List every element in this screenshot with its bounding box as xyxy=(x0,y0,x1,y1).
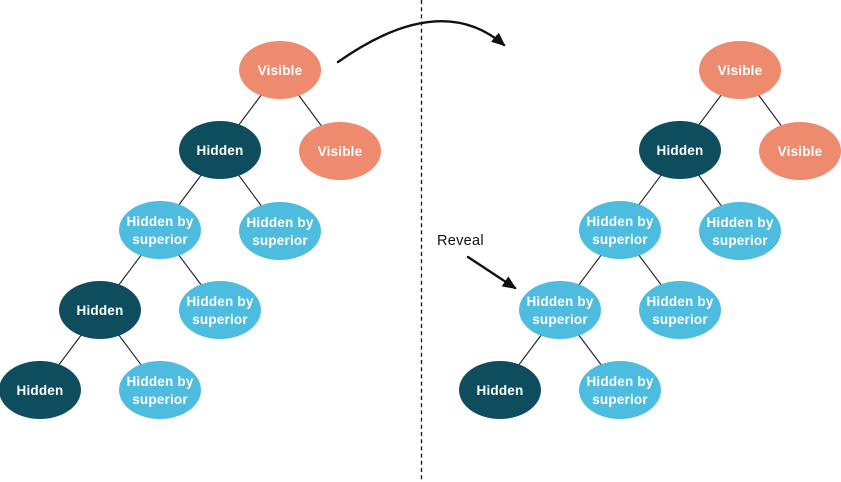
before-tree-node-visible xyxy=(239,41,321,99)
node-label: Visible xyxy=(718,63,763,78)
after-tree-node-hbs xyxy=(579,361,661,419)
node-label: Visible xyxy=(778,144,823,159)
before-tree-node-hidden xyxy=(0,361,81,419)
before-tree-node-hbs xyxy=(119,201,201,259)
before-tree-node-hbs xyxy=(239,202,321,260)
after-tree-node-hidden xyxy=(639,121,721,179)
before-tree-node-hidden xyxy=(59,281,141,339)
node-label: Hidden xyxy=(197,143,244,158)
node-label: Hidden xyxy=(477,383,524,398)
after-tree-node-hbs xyxy=(639,281,721,339)
after-tree-node-visible xyxy=(759,122,841,180)
before-tree-node-hbs xyxy=(119,361,201,419)
node-label: Visible xyxy=(258,63,303,78)
node-label: Hidden xyxy=(77,303,124,318)
after-tree-node-visible xyxy=(699,41,781,99)
before-tree-node-hidden xyxy=(179,121,261,179)
node-label: Hidden xyxy=(17,383,64,398)
node-label: Hidden xyxy=(657,143,704,158)
reveal-arrow xyxy=(466,255,517,290)
transform-arrow xyxy=(336,19,506,64)
before-tree-node-visible xyxy=(299,122,381,180)
after-tree-node-hbs xyxy=(699,202,781,260)
before-tree-node-hbs xyxy=(179,281,261,339)
node-label: Visible xyxy=(318,144,363,159)
after-tree-node-hidden xyxy=(459,361,541,419)
reveal-label: Reveal xyxy=(437,233,484,249)
after-tree-node-hbs xyxy=(579,201,661,259)
after-tree-node-hbs xyxy=(519,281,601,339)
